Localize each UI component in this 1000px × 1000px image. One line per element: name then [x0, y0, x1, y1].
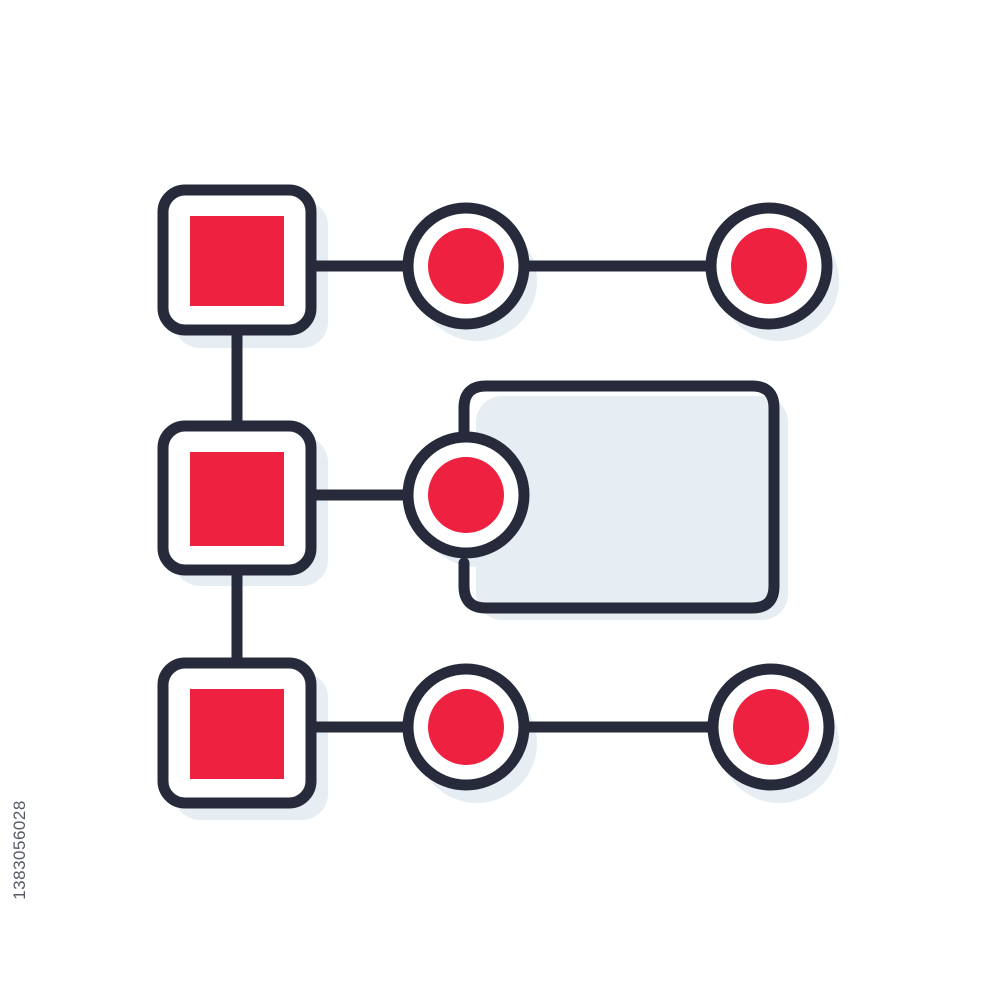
stock-image-id: 1383056028: [8, 752, 32, 948]
rounded-rectangle-box: [458, 380, 780, 614]
square-node-1: [157, 184, 317, 336]
circle-node-row3-b: [707, 663, 835, 791]
square-node-3: [157, 657, 317, 809]
connector-lines: [231, 260, 718, 733]
square-node-fill: [190, 452, 284, 546]
square-node-2: [157, 420, 317, 576]
square-node-fill: [190, 216, 284, 306]
stock-image-id-text: 1383056028: [10, 800, 30, 900]
square-node-fill: [190, 689, 284, 779]
circle-node-row3-a: [402, 663, 530, 791]
circle-node-row1-b: [705, 202, 833, 330]
circle-node-row2: [402, 431, 530, 559]
circle-node-row1-a: [402, 202, 530, 330]
